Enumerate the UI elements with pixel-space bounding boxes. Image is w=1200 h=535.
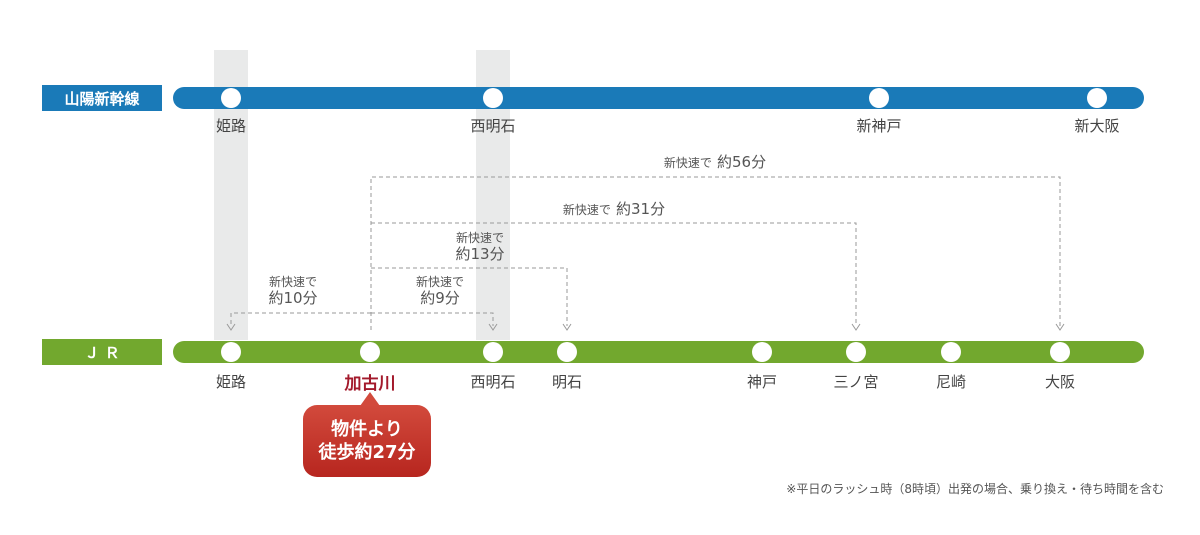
station-marker-amagasaki [941,342,961,362]
route-path-akashi [371,267,568,326]
station-name-amagasaki: 尼崎 [935,373,967,391]
station-name-shin-osaka: 新大阪 [1074,117,1120,135]
callout-pointer [360,392,380,406]
station-marker-shinkansen-nishi-akashi [483,88,503,108]
route-time: 約13分 [455,244,505,263]
route-arrow-akashi [562,323,572,331]
station-name-shin-kobe: 新神戸 [856,117,902,135]
station-name-osaka: 大阪 [1044,373,1076,391]
route-path-himeji [230,312,371,326]
route-label-himeji: 新快速で 約10分 [268,275,318,307]
station-marker-shinkansen-himeji [221,88,241,108]
station-marker-himeji [221,342,241,362]
station-marker-nishi-akashi [483,342,503,362]
shinkansen-track [173,87,1144,109]
route-time: 約10分 [268,288,318,307]
route-type: 新快速で [562,203,611,217]
route-type: 新快速で [663,156,712,170]
route-time: 約56分 [717,153,767,171]
route-type: 新快速で [455,231,504,245]
footnote: ※平日のラッシュ時（8時頃）出発の場合、乗り換え・待ち時間を含む [786,482,1164,496]
jr-line-label: Ｊ Ｒ [42,339,162,365]
station-marker-sannomiya [846,342,866,362]
route-label-sannomiya: 新快速で 約31分 [563,200,665,218]
station-marker-osaka [1050,342,1070,362]
route-time: 約9分 [420,288,460,307]
station-marker-akashi [557,342,577,362]
route-arrow-himeji [226,323,236,331]
station-name-shinkansen-himeji: 姫路 [215,117,247,135]
station-name-himeji: 姫路 [215,373,247,391]
route-path-osaka [370,176,1061,330]
route-arrow-nishi-akashi [488,323,498,331]
route-label-osaka: 新快速で 約56分 [664,153,766,171]
station-marker-kobe [752,342,772,362]
route-label-akashi: 新快速で 約13分 [455,231,505,263]
station-marker-shin-osaka [1087,88,1107,108]
station-name-shinkansen-nishi-akashi: 西明石 [470,117,516,135]
station-name-kobe: 神戸 [746,373,778,391]
station-name-sannomiya: 三ノ宮 [833,373,879,391]
jr-track [173,341,1144,363]
route-path-nishi-akashi [371,312,494,326]
walking-distance-callout: 物件より 徒歩約27分 [303,405,431,477]
route-time: 約31分 [616,200,666,218]
station-marker-kakogawa [360,342,380,362]
route-type: 新快速で [268,275,317,289]
route-path-sannomiya [371,222,857,326]
shinkansen-line-label: 山陽新幹線 [42,85,162,111]
callout-line-2: 徒歩約27分 [318,442,416,463]
station-name-nishi-akashi: 西明石 [470,373,516,391]
route-arrow-osaka [1055,323,1065,331]
station-name-akashi: 明石 [551,373,583,391]
station-marker-shin-kobe [869,88,889,108]
route-arrow-sannomiya [851,323,861,331]
callout-line-1: 物件より [331,418,403,440]
route-type: 新快速で [415,275,465,289]
station-name-kakogawa: 加古川 [344,374,396,394]
route-label-nishi-akashi: 新快速で 約9分 [415,275,465,307]
